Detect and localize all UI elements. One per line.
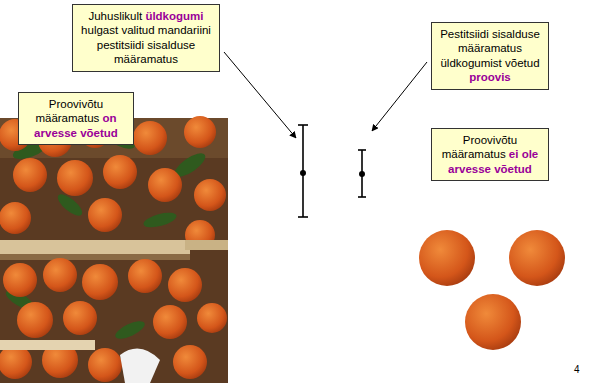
uncertainty-bar-large: [298, 125, 308, 217]
population-note: Juhuslikult üldkogumi hulgast valitud ma…: [72, 4, 220, 72]
sample-note: Pestitsiidi sisalduse määramatus üldkogu…: [431, 22, 549, 90]
leader-arrow: [372, 62, 427, 131]
note-text: Proovivõtu määramatus on arvesse võetud: [23, 97, 129, 140]
note-text: Proovivõtu määramatus ei ole arvesse võe…: [436, 133, 544, 176]
leader-arrow: [224, 52, 296, 138]
no-sampling-note: Proovivõtu määramatus ei ole arvesse võe…: [431, 128, 549, 181]
note-text: Pestitsiidi sisalduse määramatus üldkogu…: [436, 27, 544, 85]
sampling-note: Proovivõtu määramatus on arvesse võetud: [18, 92, 134, 145]
mandarin-photo: [0, 116, 228, 383]
sample-mandarins: [419, 230, 565, 350]
uncertainty-bar-small: [358, 150, 366, 197]
page-number: 4: [574, 364, 580, 375]
note-text: Juhuslikult üldkogumi hulgast valitud ma…: [77, 9, 215, 67]
